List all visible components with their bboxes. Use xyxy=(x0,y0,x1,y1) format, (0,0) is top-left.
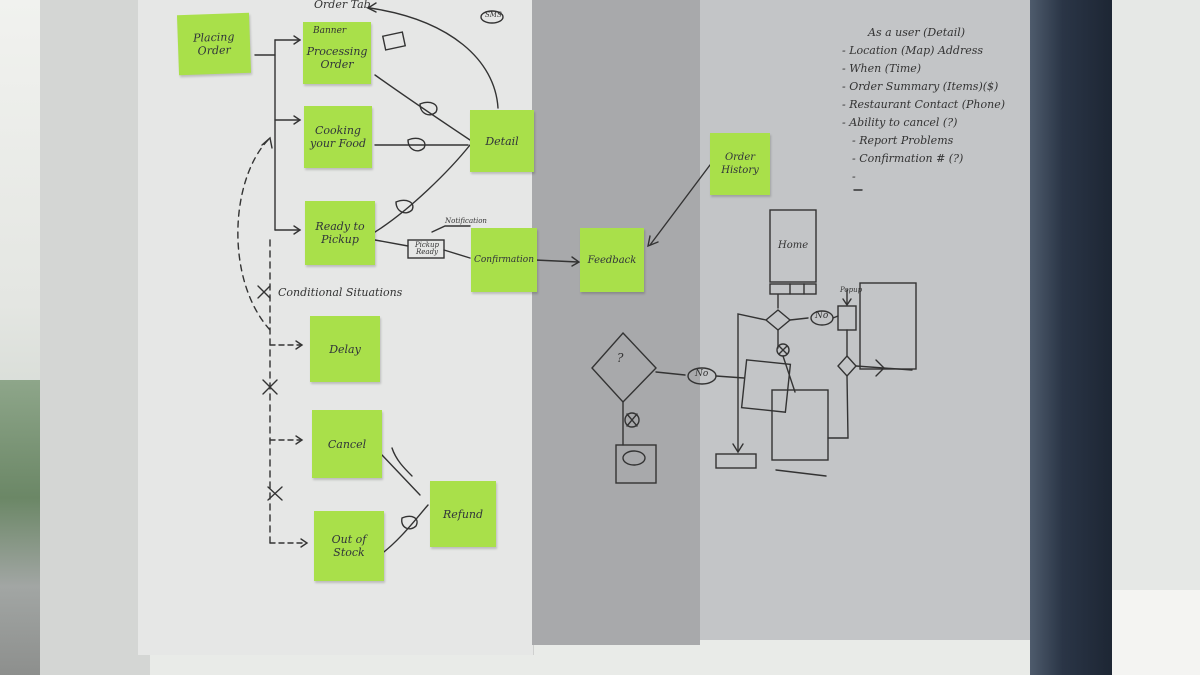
list-item: - When (Time) xyxy=(842,62,922,75)
window-frame-pole xyxy=(1030,0,1112,675)
user-detail-list: As a user (Detail) - Location (Map) Addr… xyxy=(842,24,1005,186)
note-refund: Refund xyxy=(430,481,496,547)
list-item: - xyxy=(852,170,856,183)
pickup-ready-label: Pickup Ready xyxy=(414,241,440,256)
banner-label: Banner xyxy=(313,26,347,36)
decision-question-mark: ? xyxy=(617,351,624,365)
note-feedback: Feedback xyxy=(580,228,644,292)
wall-right-bottom xyxy=(1112,590,1200,675)
note-delay: Delay xyxy=(310,316,380,382)
list-heading: As a user (Detail) xyxy=(868,26,966,39)
list-item: - Ability to cancel (?) xyxy=(842,116,958,129)
wall-left xyxy=(40,0,150,675)
no-label-left: No xyxy=(695,369,709,379)
note-processing-order: Processing Order xyxy=(303,22,371,84)
note-confirmation: Confirmation xyxy=(471,228,537,292)
popup-label: Popup xyxy=(840,286,863,294)
note-detail: Detail xyxy=(470,110,534,172)
paper-sheet-right xyxy=(700,0,1030,640)
list-item: - Confirmation # (?) xyxy=(852,152,964,165)
conditional-situations-label: Conditional Situations xyxy=(278,286,403,299)
wall-right xyxy=(1112,0,1200,675)
list-item: - Restaurant Contact (Phone) xyxy=(842,98,1005,111)
note-cooking-food: Cooking your Food xyxy=(304,106,372,168)
notification-label: Notification xyxy=(445,217,487,225)
list-item: - Order Summary (Items)($) xyxy=(842,80,999,93)
home-screen-label: Home xyxy=(778,240,809,251)
note-cancel: Cancel xyxy=(312,410,382,478)
list-item: - Report Problems xyxy=(852,134,954,147)
order-tab-label: Order Tab xyxy=(314,0,371,11)
list-item: - Location (Map) Address xyxy=(842,44,984,57)
note-order-history: Order History xyxy=(710,133,770,195)
note-ready-pickup: Ready to Pickup xyxy=(305,201,375,265)
paper-sheet-middle xyxy=(532,0,700,645)
note-placing-order: Placing Order xyxy=(176,12,252,76)
note-out-of-stock: Out of Stock xyxy=(314,511,384,581)
no-label-right: No xyxy=(815,311,829,321)
note-processing-order-label: Processing Order xyxy=(306,45,368,71)
sms-label: SMS xyxy=(485,11,502,19)
